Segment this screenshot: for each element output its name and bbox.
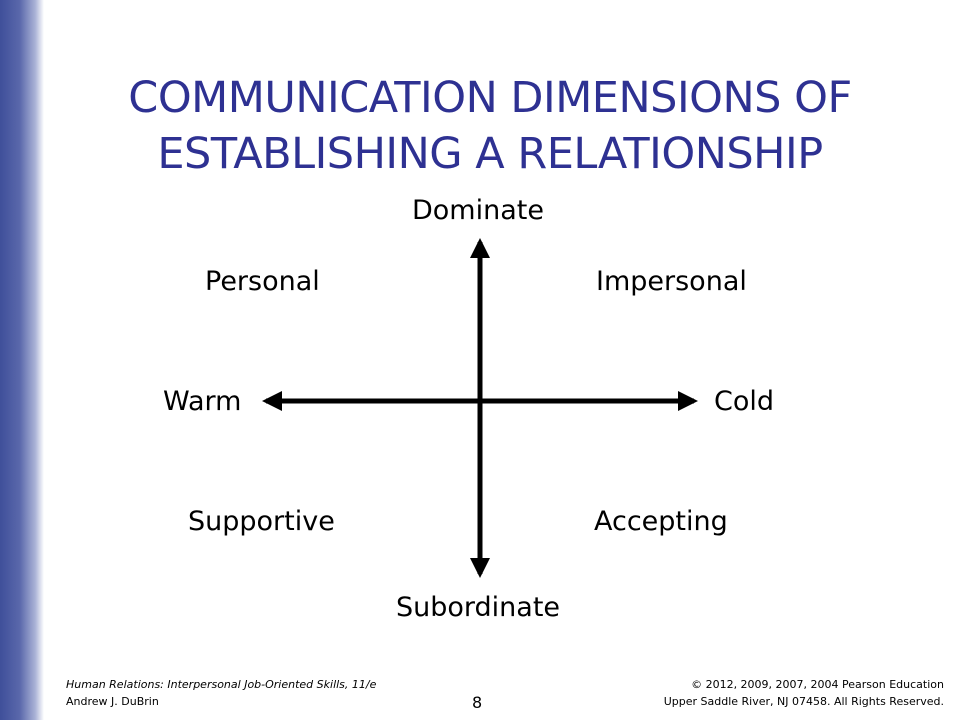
footer-book-title: Human Relations: Interpersonal Job-Orien… (66, 678, 377, 691)
footer-rights: Upper Saddle River, NJ 07458. All Rights… (663, 695, 944, 708)
left-decorative-band (0, 0, 44, 720)
footer-book-info: Human Relations: Interpersonal Job-Orien… (66, 676, 376, 710)
footer-author: Andrew J. DuBrin (66, 695, 159, 708)
label-warm: Warm (163, 386, 242, 417)
title-line-1: COMMUNICATION DIMENSIONS OF (128, 73, 852, 123)
title-line-2: ESTABLISHING A RELATIONSHIP (157, 129, 823, 179)
label-subordinate: Subordinate (396, 592, 561, 623)
label-personal: Personal (205, 266, 320, 297)
label-impersonal: Impersonal (596, 266, 747, 297)
footer-copyright-block: © 2012, 2009, 2007, 2004 Pearson Educati… (664, 676, 944, 710)
label-accepting: Accepting (594, 506, 728, 537)
label-dominate: Dominate (412, 195, 544, 226)
label-supportive: Supportive (188, 506, 335, 537)
slide-title: COMMUNICATION DIMENSIONS OF ESTABLISHING… (60, 70, 920, 182)
footer-copyright: © 2012, 2009, 2007, 2004 Pearson Educati… (691, 678, 944, 691)
page-number: 8 (472, 693, 483, 712)
label-cold: Cold (714, 386, 775, 417)
